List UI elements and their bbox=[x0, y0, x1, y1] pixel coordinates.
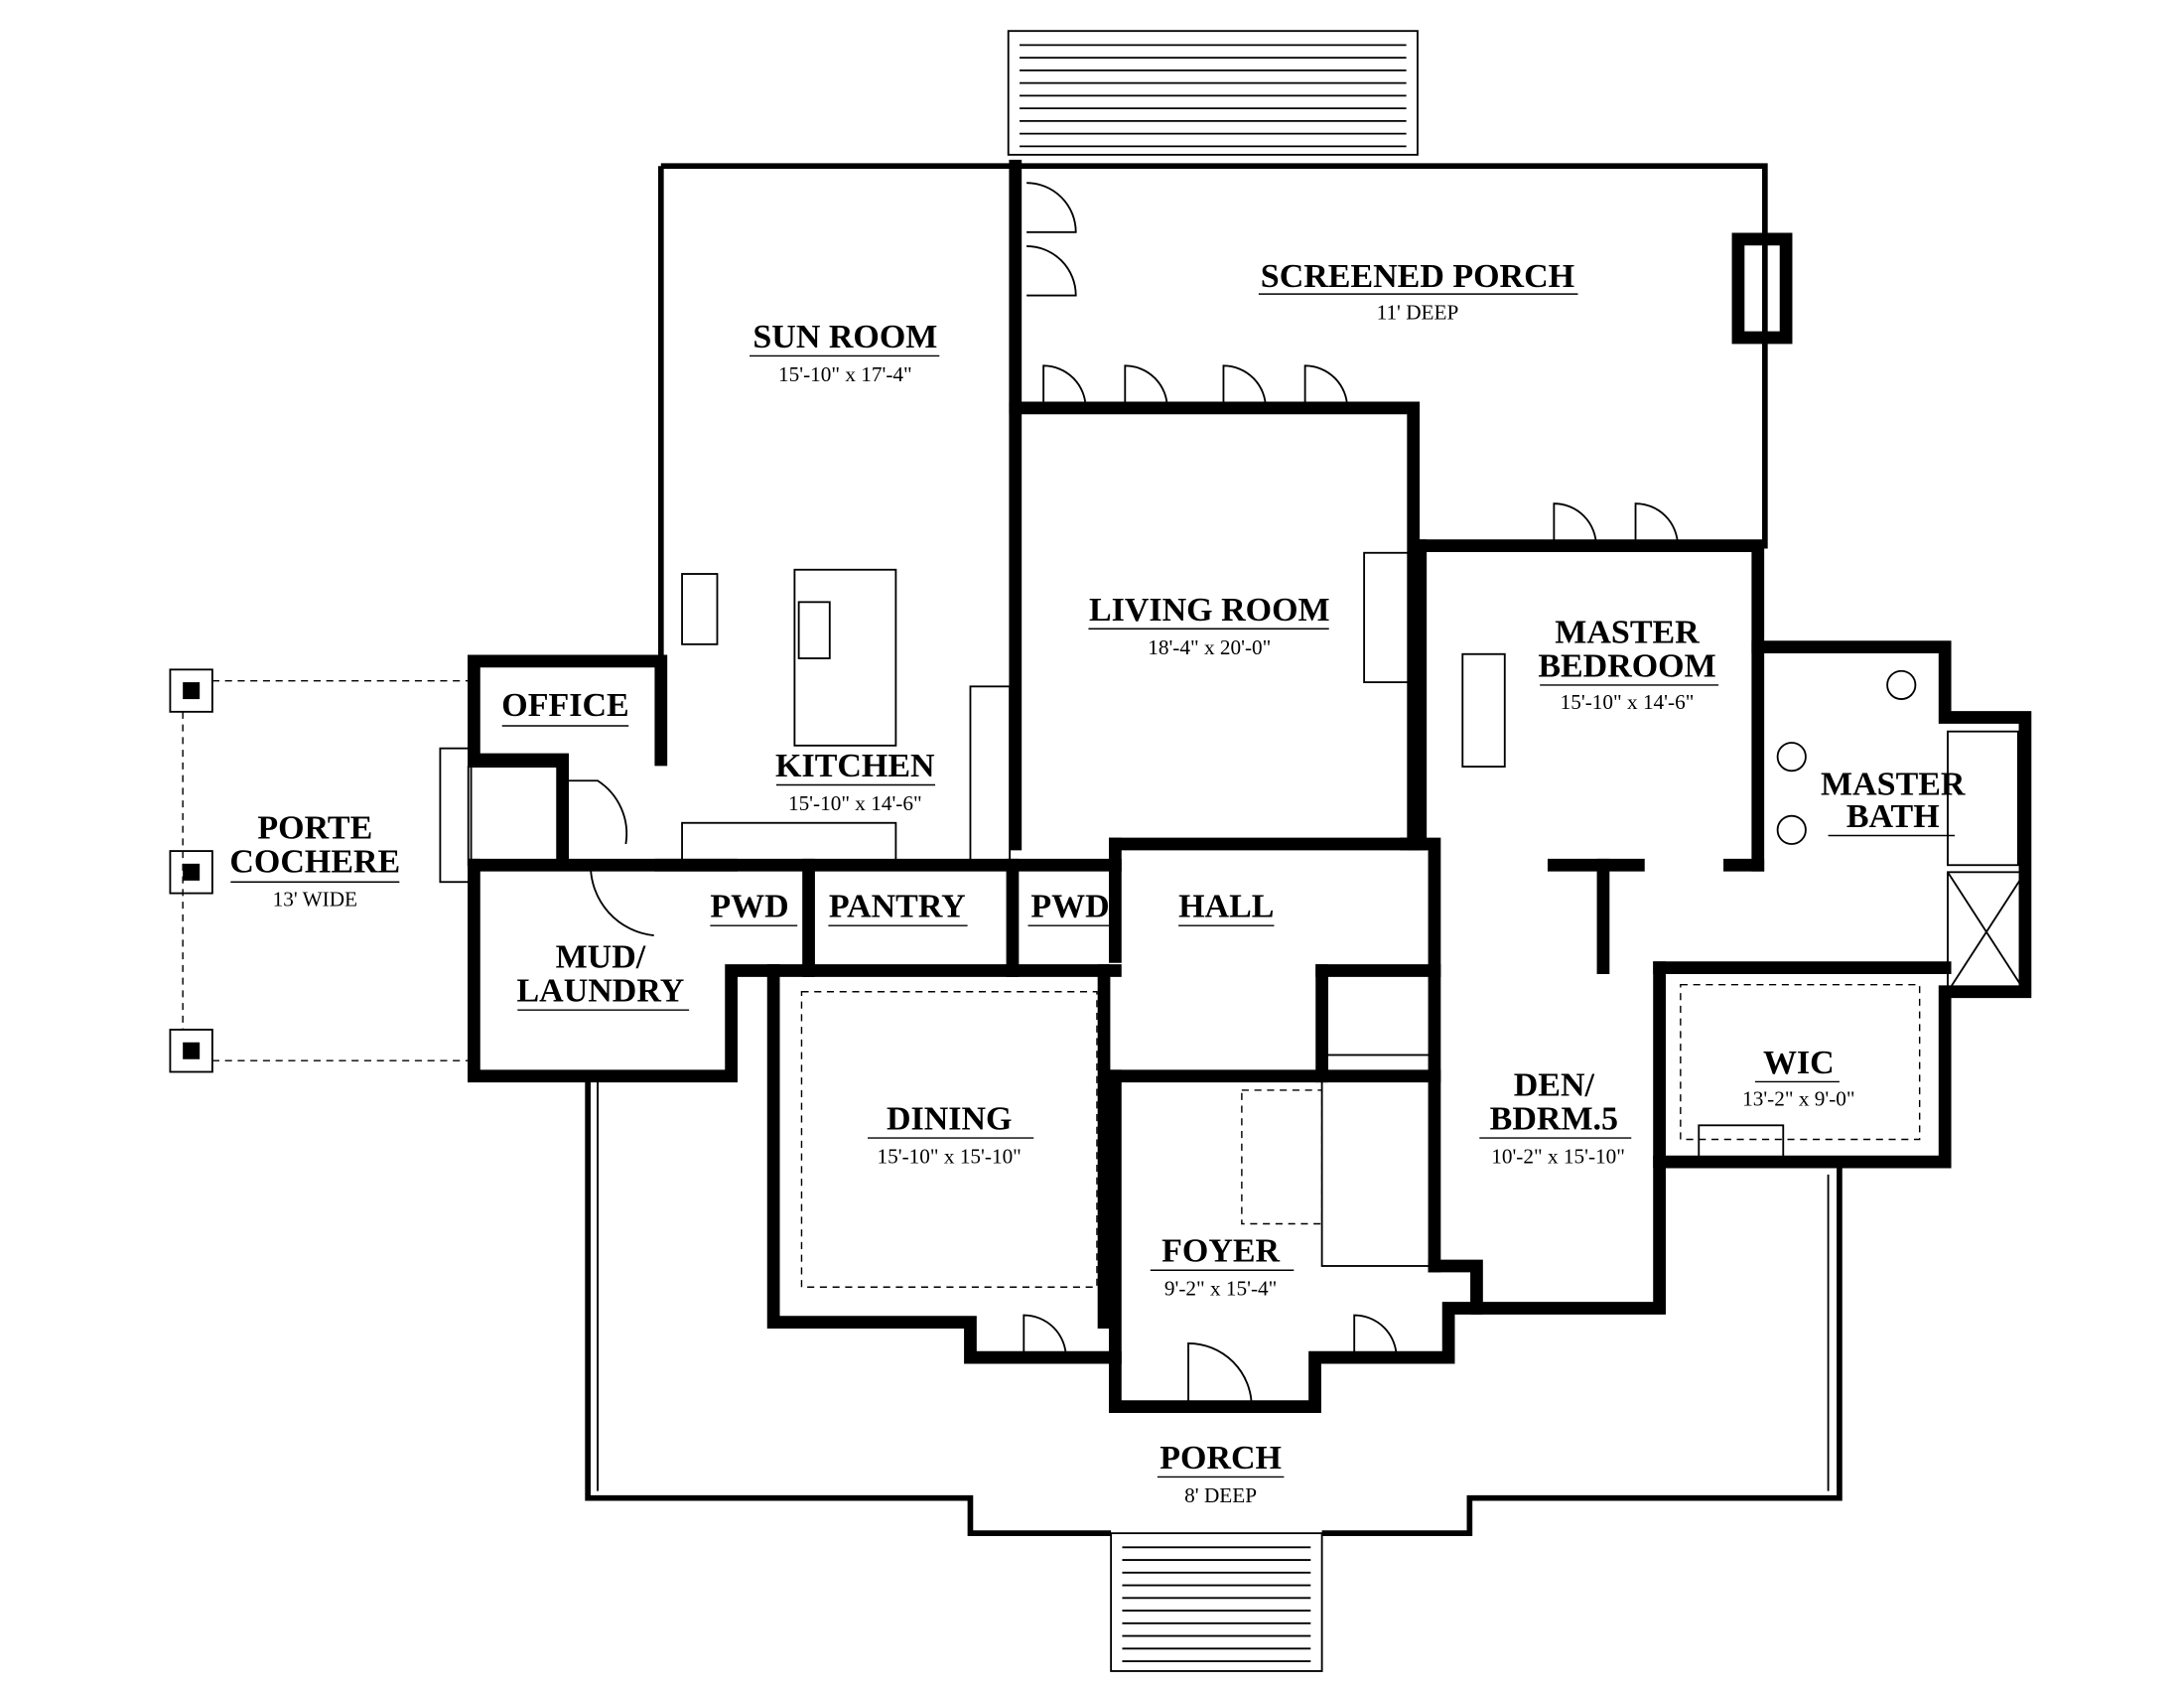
room-dims: 13' WIDE bbox=[273, 887, 357, 911]
door-swing bbox=[1634, 502, 1679, 546]
door-swing bbox=[1023, 1314, 1067, 1358]
room-name: SCREENED PORCH bbox=[1261, 258, 1574, 295]
room-dims: 11' DEEP bbox=[1377, 301, 1459, 325]
door-swing bbox=[1353, 1314, 1398, 1358]
door-swing bbox=[1124, 364, 1168, 408]
room-name: PWD bbox=[710, 889, 788, 925]
room-dims: 15'-10" x 14'-6" bbox=[788, 791, 922, 815]
door-swing bbox=[1222, 364, 1267, 408]
room-label-dining: DINING 15'-10" x 15'-10" bbox=[868, 1101, 1034, 1169]
room-label-screened-porch: SCREENED PORCH 11' DEEP bbox=[1258, 258, 1578, 325]
front-steps bbox=[1110, 1532, 1323, 1672]
room-label-den: DEN/ BDRM.5 10'-2" x 15'-10" bbox=[1479, 1067, 1632, 1169]
room-name: MASTER bbox=[1821, 766, 1966, 802]
room-name: PORTE bbox=[257, 809, 372, 846]
room-name: FOYER bbox=[1161, 1233, 1280, 1270]
room-label-master-bedroom: MASTER BEDROOM 15'-10" x 14'-6" bbox=[1538, 614, 1719, 714]
room-name: MUD/ bbox=[556, 939, 646, 976]
door-swing bbox=[1042, 364, 1087, 408]
room-label-office: OFFICE bbox=[501, 687, 629, 727]
room-dims: 15'-10" x 14'-6" bbox=[1561, 690, 1695, 714]
front-porch bbox=[585, 1075, 1843, 1536]
door-swing bbox=[590, 865, 654, 936]
screened-porch-walls bbox=[660, 163, 1793, 549]
doors bbox=[562, 182, 1679, 1407]
room-name: PWD bbox=[1030, 889, 1109, 925]
room-label-pwd-left: PWD bbox=[710, 889, 798, 926]
room-label-kitchen: KITCHEN 15'-10" x 14'-6" bbox=[775, 748, 936, 815]
room-name: KITCHEN bbox=[775, 748, 935, 784]
room-name: COCHERE bbox=[229, 843, 400, 880]
room-name: BEDROOM bbox=[1538, 647, 1715, 684]
room-dims: 9'-2" x 15'-4" bbox=[1164, 1277, 1277, 1301]
room-label-living-room: LIVING ROOM 18'-4" x 20'-0" bbox=[1088, 592, 1330, 659]
room-dims: 15'-10" x 15'-10" bbox=[878, 1145, 1022, 1169]
room-label-master-bath: MASTER BATH bbox=[1821, 766, 1966, 837]
room-dims: 10'-2" x 15'-10" bbox=[1491, 1145, 1625, 1169]
room-label-wic: WIC 13'-2" x 9'-0" bbox=[1742, 1045, 1854, 1111]
room-label-porch: PORCH 8' DEEP bbox=[1157, 1440, 1285, 1507]
room-name: BDRM.5 bbox=[1490, 1101, 1618, 1138]
room-name: LAUNDRY bbox=[517, 973, 685, 1010]
room-name: PORCH bbox=[1160, 1440, 1282, 1477]
room-name: SUN ROOM bbox=[752, 319, 937, 355]
room-dims: 13'-2" x 9'-0" bbox=[1742, 1086, 1854, 1110]
room-label-sun-room: SUN ROOM 15'-10" x 17'-4" bbox=[750, 319, 940, 386]
front-door-swing bbox=[1187, 1341, 1253, 1407]
room-name: PANTRY bbox=[829, 889, 966, 925]
room-name: DEN/ bbox=[1514, 1067, 1595, 1104]
door-swing bbox=[1026, 245, 1077, 297]
room-label-mud-laundry: MUD/ LAUNDRY bbox=[517, 939, 690, 1011]
room-label-porte-cochere: PORTE COCHERE 13' WIDE bbox=[229, 809, 400, 911]
door-swing bbox=[1553, 502, 1597, 546]
room-name: OFFICE bbox=[501, 687, 628, 724]
room-label-hall: HALL bbox=[1178, 889, 1275, 926]
room-name: DINING bbox=[887, 1101, 1013, 1138]
room-dims: 15'-10" x 17'-4" bbox=[778, 362, 912, 386]
room-name: LIVING ROOM bbox=[1089, 592, 1330, 629]
room-label-pwd-right: PWD bbox=[1027, 889, 1113, 926]
door-swing bbox=[1303, 364, 1349, 408]
porte-cochere-posts bbox=[169, 668, 475, 1073]
exterior-walls bbox=[468, 159, 2032, 1414]
room-label-foyer: FOYER 9'-2" x 15'-4" bbox=[1150, 1233, 1295, 1301]
fixtures bbox=[439, 551, 2026, 1288]
room-name: HALL bbox=[1178, 889, 1274, 925]
room-name: WIC bbox=[1763, 1045, 1835, 1081]
room-dims: 18'-4" x 20'-0" bbox=[1148, 635, 1271, 659]
room-name: MASTER bbox=[1555, 614, 1700, 650]
room-dims: 8' DEEP bbox=[1184, 1483, 1257, 1507]
door-swing bbox=[562, 779, 628, 845]
room-name: BATH bbox=[1846, 798, 1940, 835]
door-swing bbox=[1026, 182, 1077, 233]
rear-steps bbox=[1007, 30, 1419, 156]
room-label-pantry: PANTRY bbox=[828, 889, 968, 926]
